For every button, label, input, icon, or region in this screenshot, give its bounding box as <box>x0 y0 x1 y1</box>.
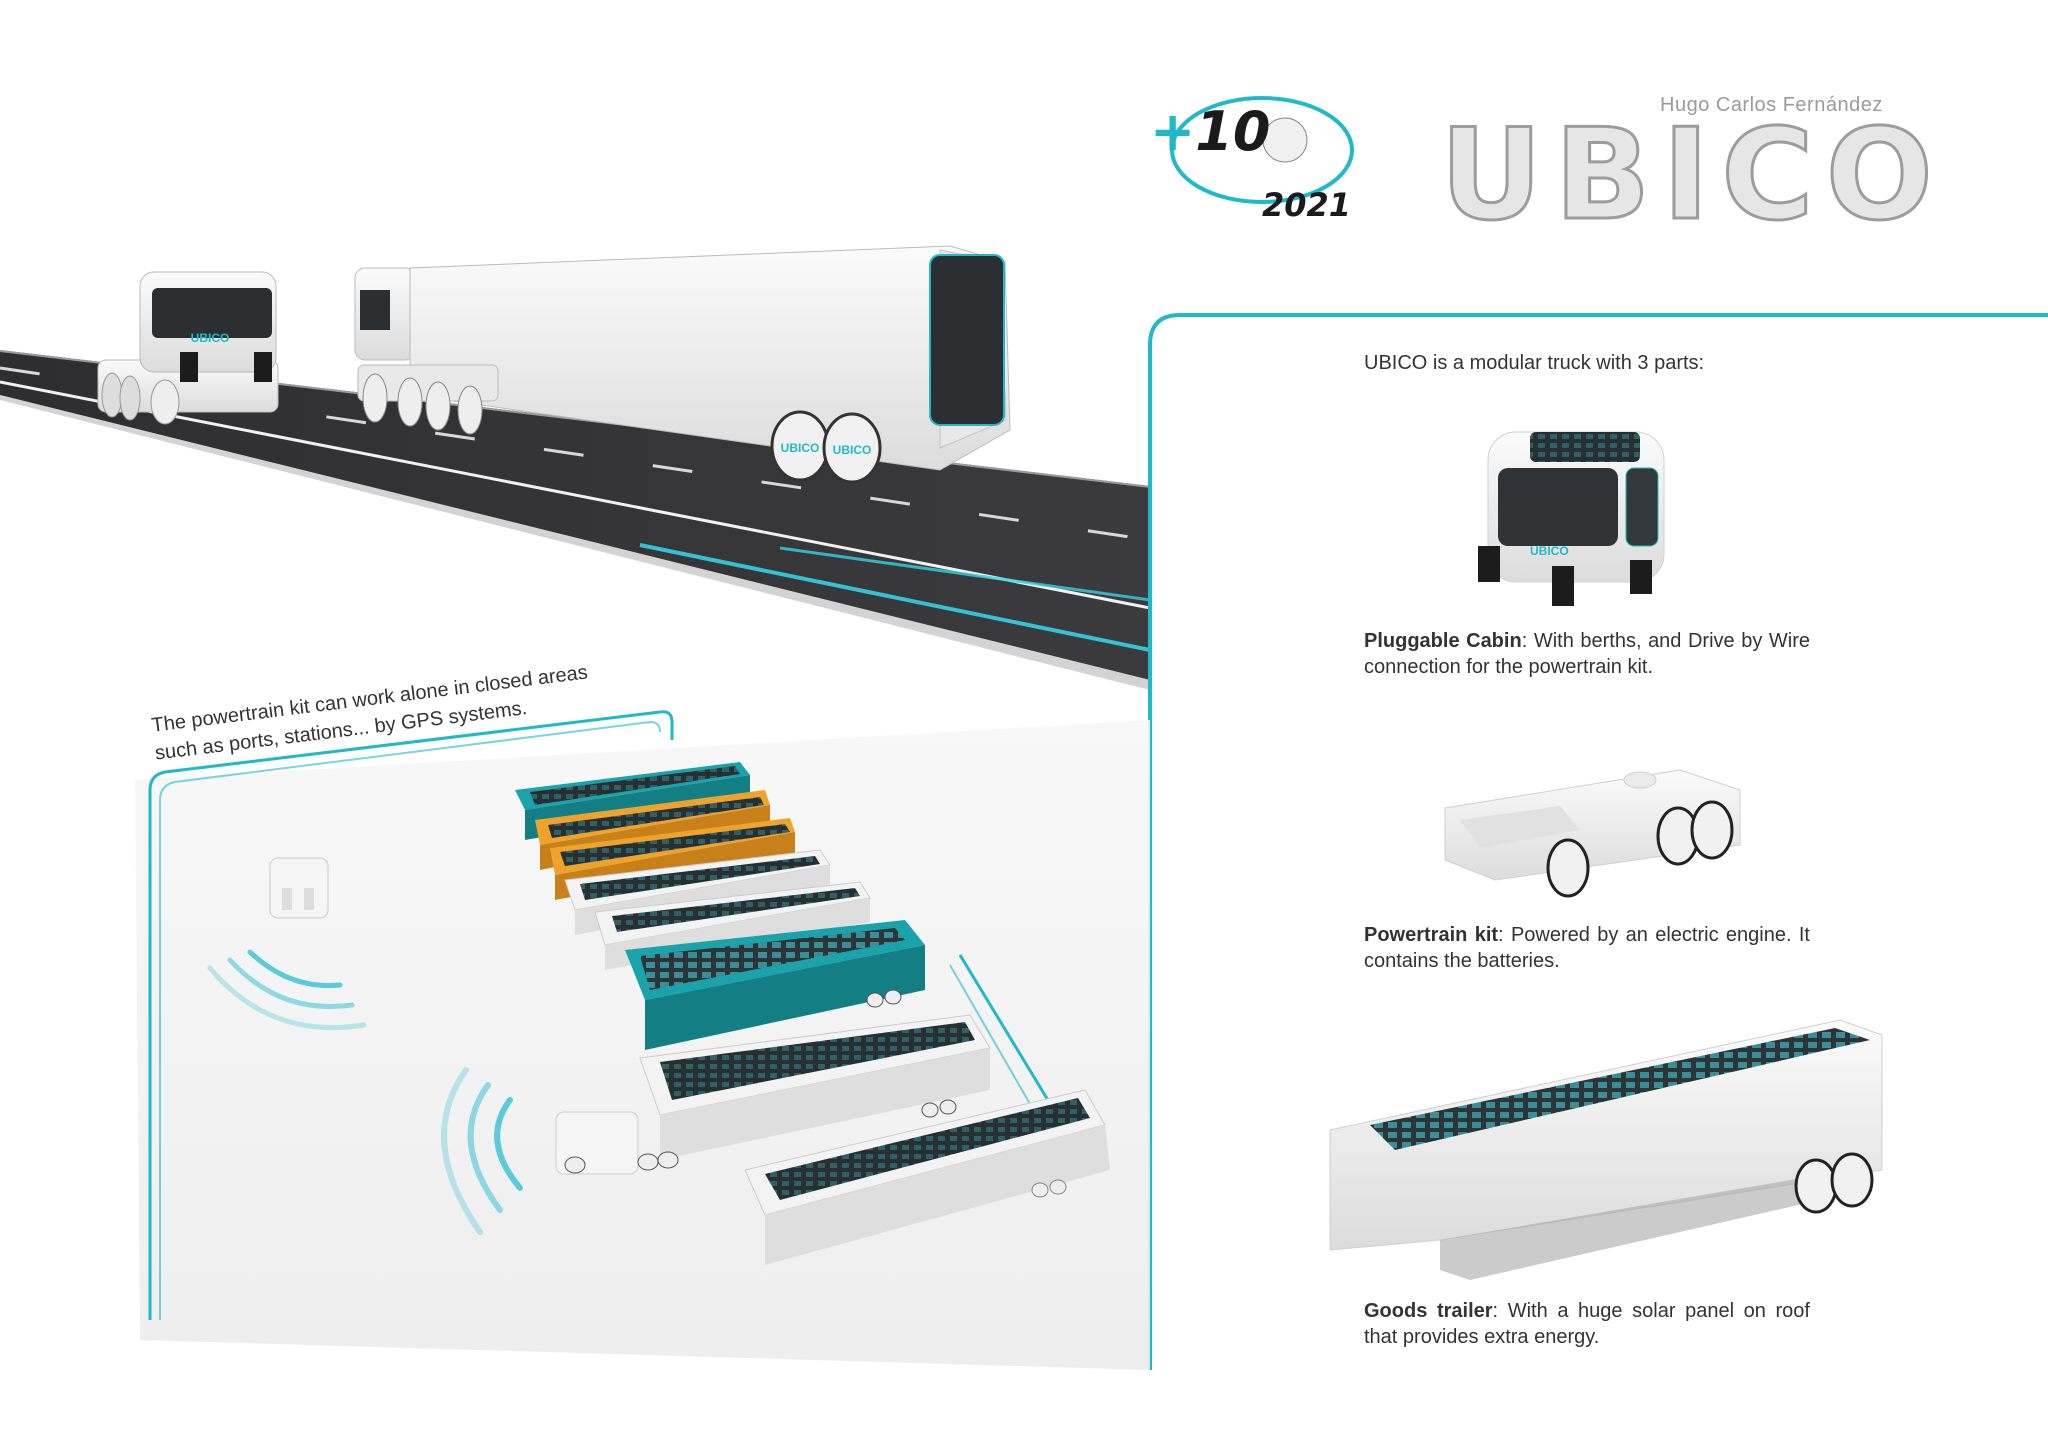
ubico-logo: UBICO <box>1439 101 1945 248</box>
mascot-icon <box>1262 117 1308 163</box>
powertrain-kit-render <box>1444 769 1741 898</box>
trailer-separator: : <box>1492 1300 1508 1322</box>
trailer-text: With a huge solar panel on roof that pro… <box>1364 1300 1810 1348</box>
pluggable-cabin-render: UBICO <box>1478 431 1665 606</box>
truck-wheel-logo-1: UBICO <box>781 441 820 455</box>
cabin-text: With berths, and Drive by Wire connectio… <box>1364 630 1810 678</box>
badge-plus: + <box>1150 100 1196 163</box>
truck-wheel-logo-2: UBICO <box>833 443 872 457</box>
wifi-signal-icon <box>207 949 367 1031</box>
cabin-title: Pluggable Cabin <box>1364 630 1522 652</box>
large-truck-on-road: UBICO UBICO <box>354 245 1011 484</box>
trailer-title: Goods trailer <box>1364 1300 1493 1322</box>
intro-text: UBICO is a modular truck with 3 parts: <box>1364 352 1705 374</box>
author-name: Hugo Carlos Fernández <box>1660 94 1883 116</box>
plus-10-badge: +10 <box>1150 100 1270 163</box>
powertrain-separator: : <box>1498 924 1511 946</box>
badge-ring <box>1170 96 1354 204</box>
powertrain-description: Powertrain kit: Powered by an electric e… <box>1364 922 1810 974</box>
badge-year: 2021 <box>1262 186 1352 224</box>
powertrain-title: Powertrain kit <box>1364 924 1499 946</box>
badge-number: 10 <box>1195 100 1271 163</box>
panel-frame-line <box>1148 313 2048 1370</box>
powertrain-text: Powered by an electric engine. It contai… <box>1364 924 1810 972</box>
cabin-separator: : <box>1521 630 1534 652</box>
cabin-render-logo: UBICO <box>1530 544 1569 558</box>
cabin-description: Pluggable Cabin: With berths, and Drive … <box>1364 628 1810 680</box>
powertrain-unit-small <box>269 857 329 919</box>
goods-trailer-render <box>1329 1019 1883 1280</box>
wifi-signal-icon <box>441 1067 523 1235</box>
trailer-description: Goods trailer: With a huge solar panel o… <box>1364 1298 1810 1350</box>
cabin-truck-on-road: UBICO <box>97 271 279 425</box>
trailer-stack <box>515 762 1110 1265</box>
cabin-truck-logo: UBICO <box>191 331 230 345</box>
